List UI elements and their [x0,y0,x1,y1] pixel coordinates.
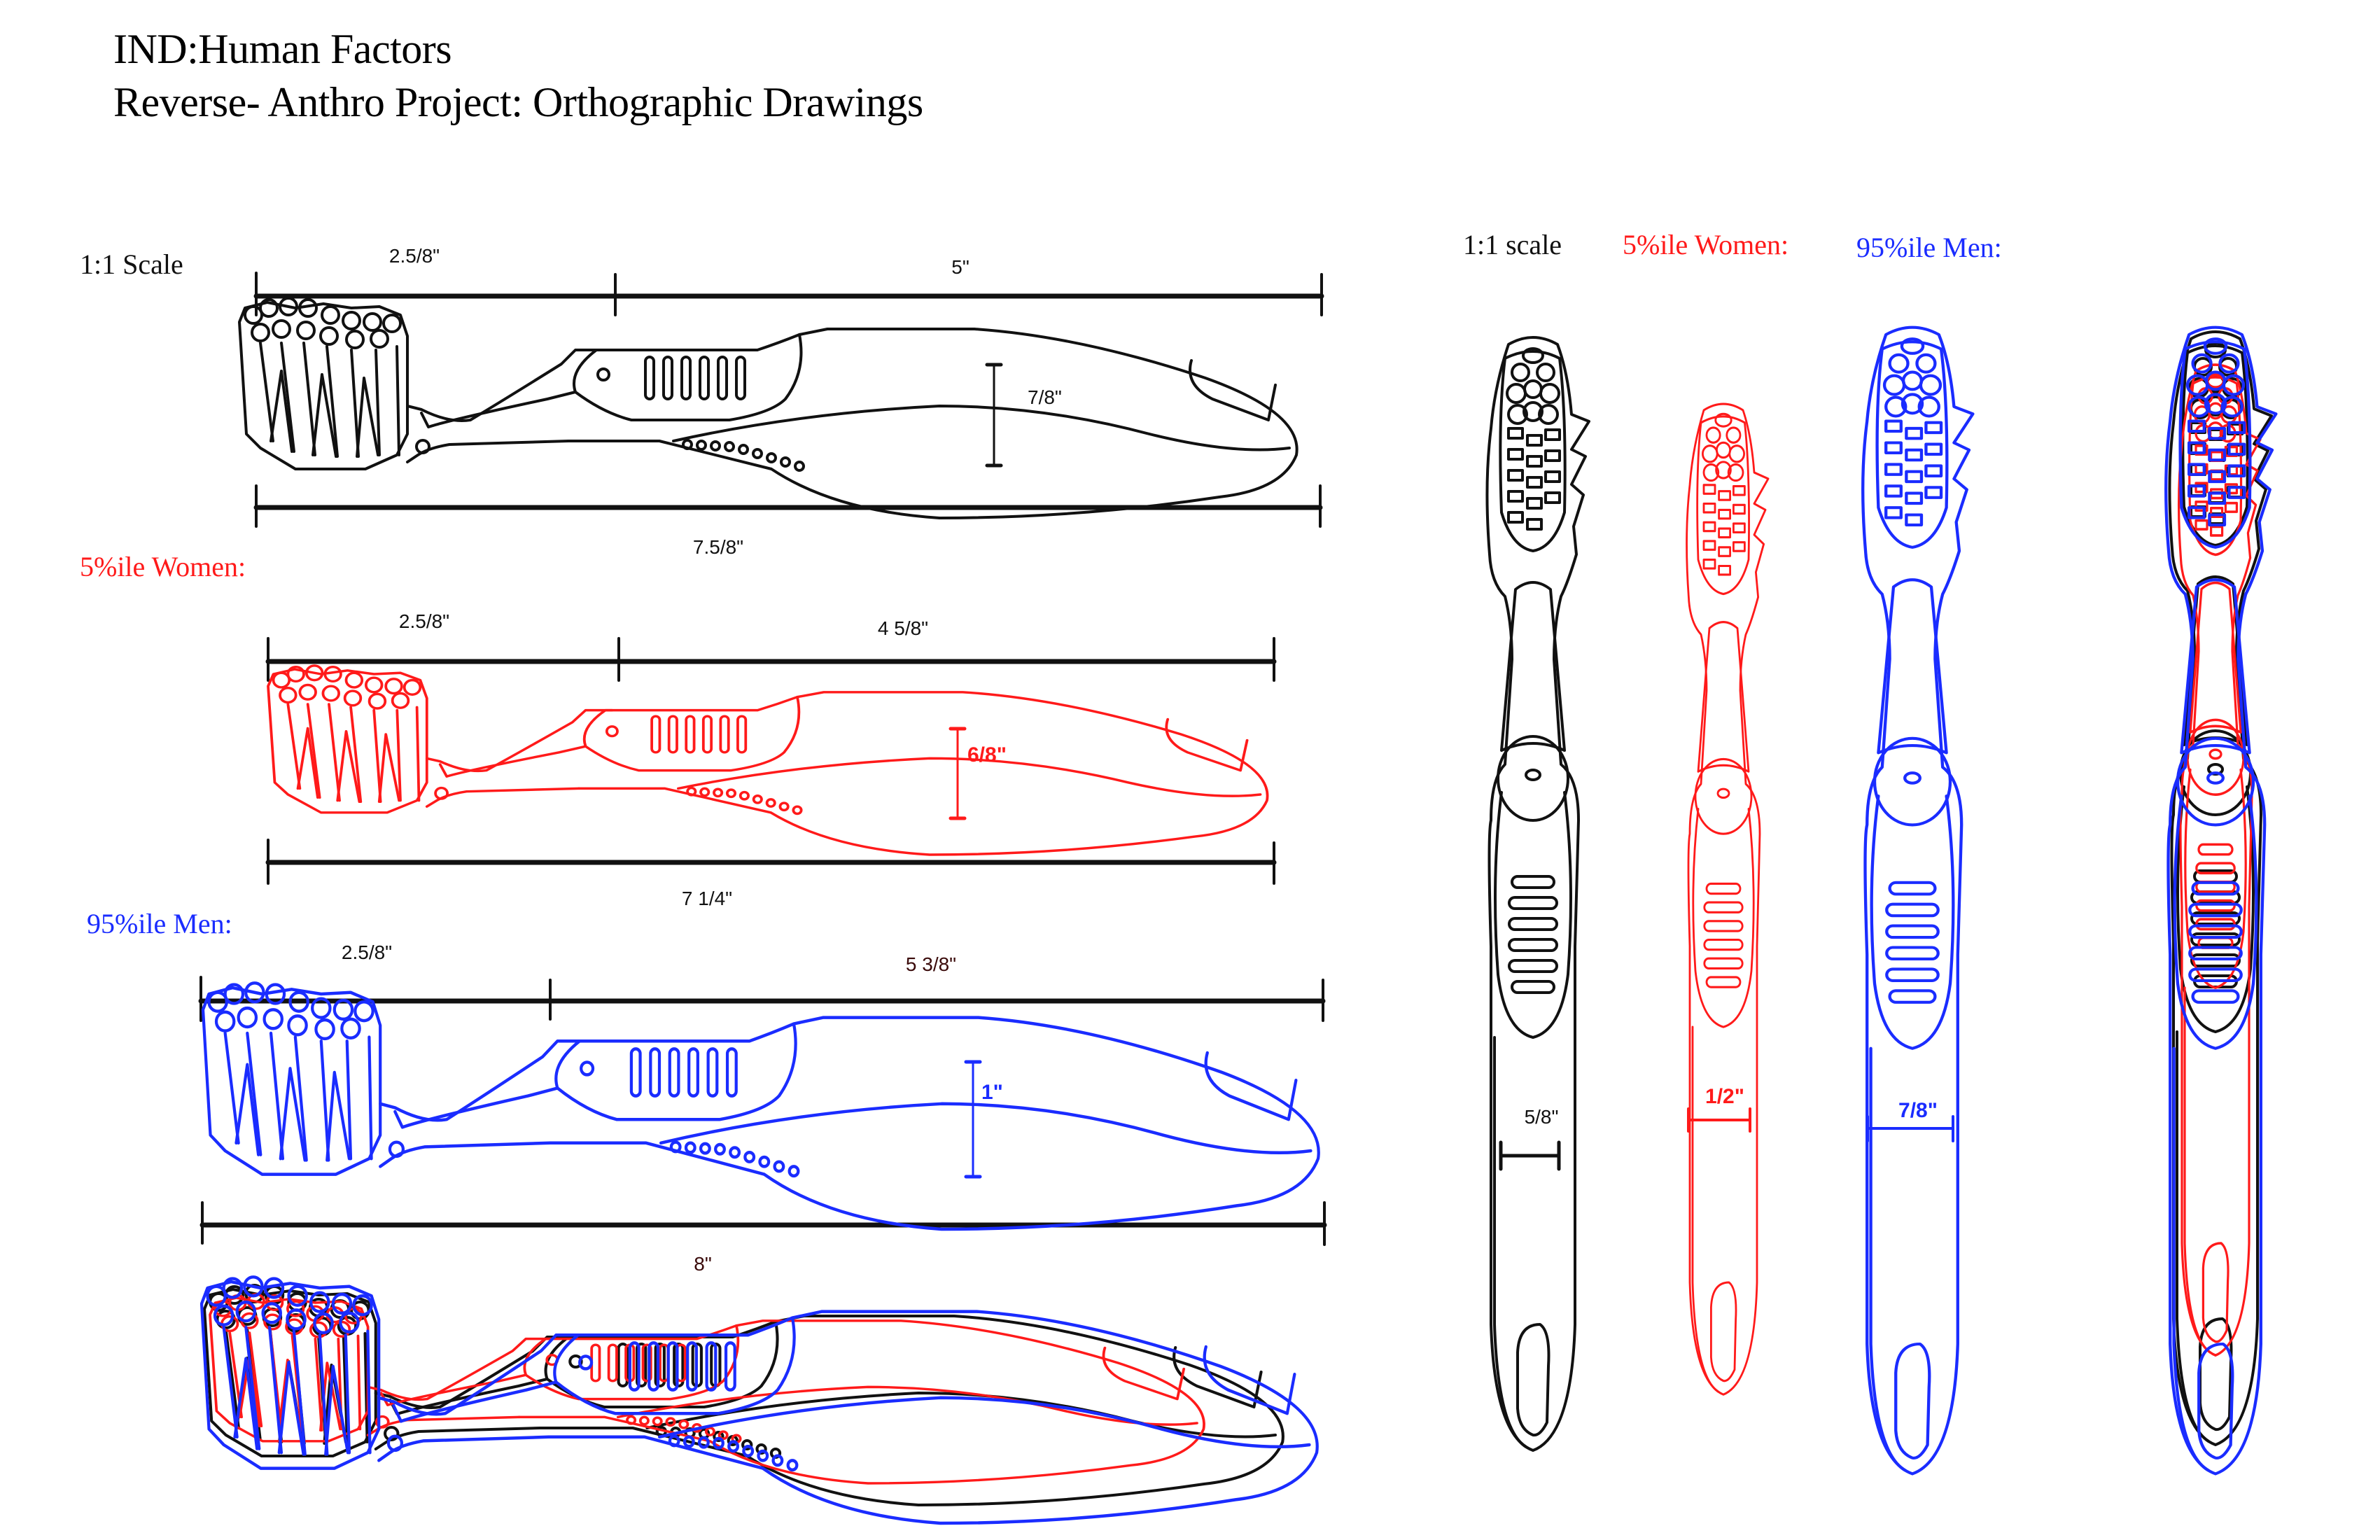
men-head-length: 2.5/8" [341,941,393,963]
overlay-side-toothbrushes [202,1277,1317,1523]
women-side-dimensions [265,637,1277,885]
men-front-toothbrush [1863,328,1973,1474]
men-handle-length: 5 3/8" [905,953,957,975]
front-men-width: 7/8" [1898,1099,1938,1122]
women-side-toothbrush [267,664,1269,856]
men-side-label: 95%ile Men: [87,908,232,939]
front-scale-label: 1:1 scale [1463,229,1562,260]
baseline-head-length: 2.5/8" [388,245,440,267]
page-title: IND:Human Factors [113,26,452,72]
baseline-grip-height: 7/8" [1028,386,1062,408]
front-width-dimensions [1499,1107,1954,1171]
front-men-label: 95%ile Men: [1856,232,2002,263]
baseline-handle-length: 5" [951,256,969,278]
baseline-side-dimensions [253,272,1324,528]
baseline-front-toothbrush [1485,336,1590,1452]
women-handle-length: 4 5/8" [877,617,929,639]
men-total-length: 8" [694,1253,712,1275]
front-women-label: 5%ile Women: [1623,229,1789,260]
women-head-length: 2.5/8" [398,610,450,632]
baseline-side-toothbrush [238,297,1298,519]
women-grip-height: 6/8" [967,743,1007,766]
front-baseline-width: 5/8" [1524,1106,1559,1128]
men-side-toothbrush [203,983,1319,1229]
page-subtitle: Reverse- Anthro Project: Orthographic Dr… [113,79,923,125]
women-total-length: 7 1/4" [681,888,733,909]
overlay-front-toothbrushes [2166,328,2276,1474]
baseline-scale-label: 1:1 Scale [80,248,183,280]
women-front-toothbrush [1685,402,1770,1396]
men-grip-height: 1" [981,1081,1003,1104]
front-women-width: 1/2" [1705,1085,1744,1108]
women-side-label: 5%ile Women: [80,551,246,582]
baseline-total-length: 7.5/8" [692,536,744,558]
men-side-dimensions [198,976,1327,1246]
